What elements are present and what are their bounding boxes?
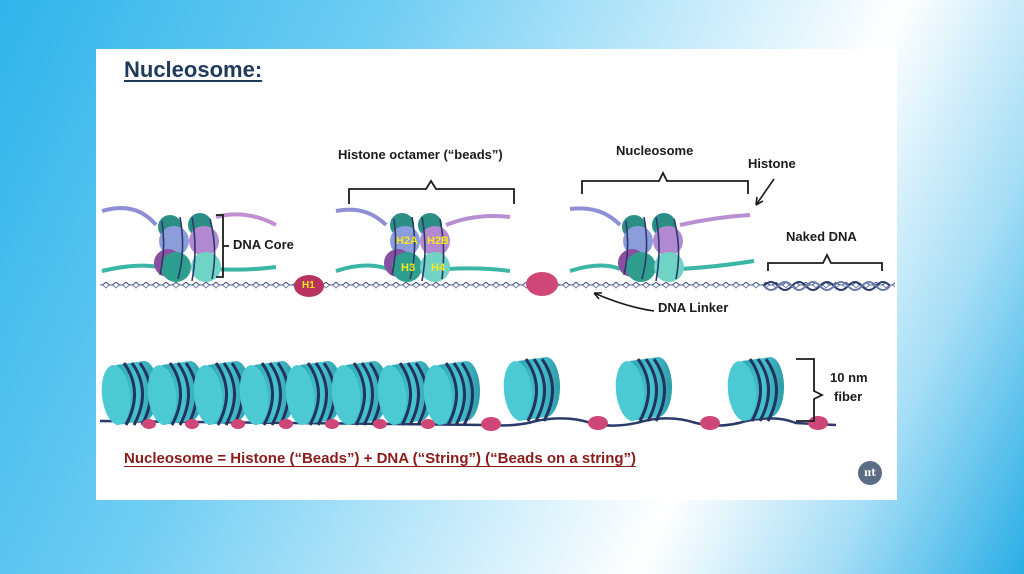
naked-dna-label: Naked DNA: [786, 229, 857, 244]
fiber-bracket: [796, 358, 825, 422]
fiber-nucleosome: [727, 357, 784, 422]
h2b-label: H2B: [427, 235, 450, 247]
histone-arrow: [755, 178, 775, 206]
logo: πt: [858, 461, 882, 485]
naked-dna-bracket: [767, 252, 883, 271]
fiber-linker-bead: [481, 417, 501, 431]
fiber-nucleosomes: [101, 357, 784, 426]
dna-core-bracket: [216, 214, 229, 278]
fiber-nucleosome: [147, 361, 204, 426]
h3-label: H3: [401, 262, 416, 274]
nucleosome-core-1: [101, 206, 277, 282]
nucleosome-label: Nucleosome: [616, 143, 694, 158]
fiber-nucleosome: [615, 357, 672, 422]
fiber-linker-beads: [142, 416, 828, 431]
fiber-nucleosome: [331, 361, 388, 426]
fiber-string: [99, 417, 837, 427]
page-title: Nucleosome:: [124, 57, 263, 82]
histone-label: Histone: [748, 156, 796, 171]
dna-strand: [100, 282, 895, 290]
fiber-label-line1: 10 nm: [830, 370, 868, 385]
h2a-label: H2A: [396, 235, 419, 247]
fiber-linker-bead: [373, 419, 387, 429]
nucleosome-bracket: [581, 170, 749, 194]
nucleosome-3: [569, 206, 755, 282]
h4-label: H4: [431, 262, 446, 274]
fiber-linker-bead: [588, 416, 608, 430]
fiber-linker-bead: [279, 419, 293, 429]
fiber-nucleosome: [239, 361, 296, 426]
fiber-linker-bead: [325, 419, 339, 429]
fiber-linker-bead: [808, 416, 828, 430]
dna-linker-label: DNA Linker: [658, 300, 729, 315]
fiber-nucleosome: [503, 357, 560, 422]
dna-core-label: DNA Core: [233, 237, 294, 252]
fiber-nucleosome: [377, 361, 434, 426]
dna-linker-arrow: [593, 292, 655, 312]
h1-label: H1: [302, 280, 315, 291]
fiber-label-line2: fiber: [834, 389, 863, 404]
histone-octamer: [335, 207, 511, 282]
fiber-linker-bead: [700, 416, 720, 430]
naked-dna-helix: [763, 281, 891, 291]
fiber-nucleosome: [423, 361, 480, 426]
fiber-linker-bead: [142, 419, 156, 429]
linker-bead: [526, 272, 558, 296]
h1-bead: [294, 275, 324, 297]
fiber-linker-bead: [231, 419, 245, 429]
fiber-nucleosome: [101, 361, 158, 426]
octamer-bracket: [348, 179, 515, 204]
caption: Nucleosome = Histone (“Beads”) + DNA (“S…: [124, 450, 637, 467]
fiber-linker-bead: [185, 419, 199, 429]
slide-panel: Nucleosome: Histone octamer (“beads”) Nu…: [96, 49, 897, 500]
fiber-linker-bead: [421, 419, 435, 429]
histone-octamer-label: Histone octamer (“beads”): [338, 147, 503, 162]
nucleosome-diagram: [99, 170, 895, 431]
